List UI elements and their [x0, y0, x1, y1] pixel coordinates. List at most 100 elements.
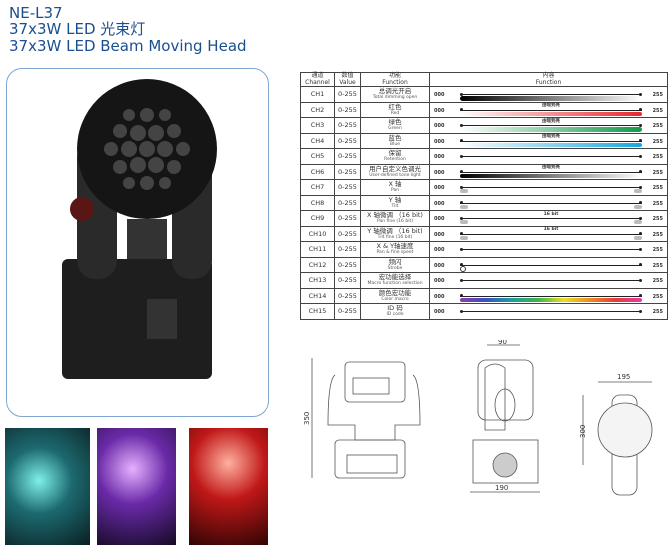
range-label: 由暗到亮: [542, 103, 560, 108]
front-view-drawing: [311, 358, 421, 479]
range-arrow: 由暗到亮: [460, 103, 642, 111]
range-arrow: 由暗到亮: [460, 118, 642, 127]
value-cell: 0-255: [334, 194, 361, 211]
side-view-drawing: [470, 344, 540, 493]
cyan-beam-photo: [5, 428, 90, 545]
value-cell: 0-255: [334, 101, 361, 118]
range-arrow: [460, 154, 642, 158]
value-cell: 0-255: [334, 163, 361, 180]
range-label: 由暗到亮: [542, 165, 560, 170]
range-arrow: [460, 309, 642, 313]
range-label: 由暗到亮: [542, 134, 560, 139]
range-arrow: [460, 92, 642, 96]
channel-cell: CH1: [300, 86, 335, 103]
tilt-icon: [460, 204, 468, 209]
range-label: 由暗到亮: [542, 118, 560, 124]
channel-cell: CH15: [300, 303, 335, 320]
channel-cell: CH10: [300, 225, 335, 242]
model-number: NE-L37: [9, 4, 63, 22]
purple-beam-photo: [97, 428, 176, 545]
function-cell: X 轴微调 （16 bit)Pan fine (16 bit): [360, 210, 430, 227]
value-cell: 0-255: [334, 303, 361, 320]
head-height-label: 300: [579, 425, 587, 438]
range-arrow: [460, 278, 642, 282]
channel-cell: CH4: [300, 132, 335, 149]
tilt-icon: [634, 204, 642, 209]
tilt-icon: [460, 235, 468, 240]
range-arrow: 16 bit: [460, 227, 642, 235]
range-label: 16 bit: [543, 227, 559, 232]
subtitle-en: 37x3W LED Beam Moving Head: [9, 37, 247, 55]
product-photo-panel: [6, 68, 269, 417]
channel-cell: CH13: [300, 272, 335, 289]
range-arrow: 16 bit: [460, 211, 642, 220]
tilt-icon: [634, 235, 642, 240]
channel-cell: CH14: [300, 287, 335, 304]
channel-cell: CH7: [300, 179, 335, 196]
value-cell: 0-255: [334, 86, 361, 103]
channel-cell: CH6: [300, 163, 335, 180]
channel-cell: CH12: [300, 256, 335, 273]
red-beam-photo: [189, 428, 268, 545]
moving-head-photo: [62, 79, 217, 379]
value-cell: 0-255: [334, 272, 361, 289]
value-cell: 0-255: [334, 225, 361, 242]
value-cell: 0-255: [334, 148, 361, 165]
value-cell: 0-255: [334, 210, 361, 227]
range-arrow: 由暗到亮: [460, 165, 642, 173]
pan-icon: [634, 220, 642, 224]
range-label: 16 bit: [543, 211, 559, 217]
head-view-drawing: [582, 381, 653, 496]
value-cell: 0-255: [334, 256, 361, 273]
function-cell: Y 轴微调 （16 bit)Tilt fine (16 bit): [360, 225, 430, 242]
blue-gradient-bar: [460, 142, 642, 147]
value-cell: 0-255: [334, 132, 361, 149]
subtitle-cn: 37x3W LED 光束灯: [9, 20, 146, 38]
range-arrow: [460, 201, 642, 204]
front-height-label: 350: [303, 412, 311, 425]
value-cell: 0-255: [334, 287, 361, 304]
dim-gradient-bar: [460, 173, 642, 178]
dimension-drawings: 350 90 190 195 300: [303, 340, 653, 496]
channel-cell: CH5: [300, 148, 335, 165]
pan-icon: [460, 220, 468, 224]
strobe-icon: [460, 266, 466, 272]
channel-cell: CH3: [300, 117, 335, 134]
